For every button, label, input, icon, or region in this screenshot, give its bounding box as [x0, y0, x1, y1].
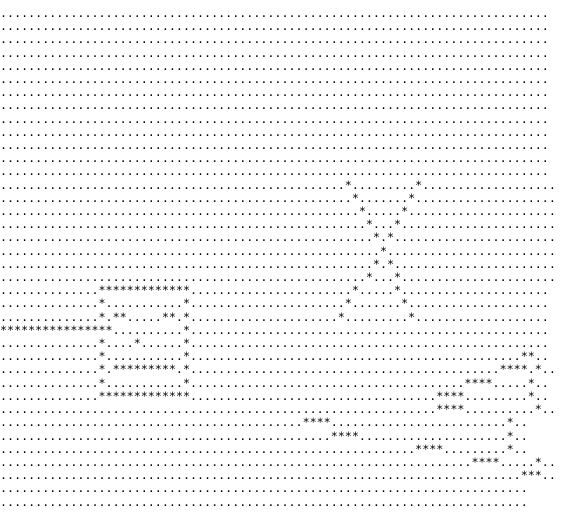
ascii-line: ..............*...........*.............… — [0, 349, 549, 364]
ascii-line: ........................................… — [0, 468, 556, 483]
ascii-art-grid: ........................................… — [0, 6, 556, 509]
ascii-line: ........................................… — [0, 230, 556, 245]
ascii-line: ........................................… — [0, 217, 556, 232]
ascii-line: ........................................… — [0, 190, 556, 205]
ascii-line: ........................................… — [0, 19, 549, 34]
ascii-line: ........................................… — [0, 124, 549, 139]
ascii-line: ..............*.**.....**.*.............… — [0, 309, 549, 324]
ascii-line: ........................................… — [0, 481, 528, 496]
ascii-line: ****************..........*.............… — [0, 322, 549, 337]
ascii-line: ........................................… — [0, 270, 556, 285]
ascii-line: ........................................… — [0, 441, 528, 456]
ascii-line: ........................................… — [0, 402, 556, 417]
ascii-line: ........................................… — [0, 111, 549, 126]
ascii-line: ........................................… — [0, 256, 556, 271]
ascii-line: ..............*...........*.............… — [0, 296, 549, 311]
ascii-line: ..............*.*********.*.............… — [0, 362, 556, 377]
ascii-line: ........................................… — [0, 85, 549, 100]
ascii-line: ........................................… — [0, 98, 549, 113]
ascii-line: ........................................… — [0, 243, 556, 258]
ascii-line: ........................................… — [0, 6, 549, 20]
ascii-line: ........................................… — [0, 204, 556, 219]
ascii-line: ........................................… — [0, 164, 549, 179]
ascii-line: ........................................… — [0, 45, 549, 60]
ascii-line: ........................................… — [0, 72, 549, 87]
ascii-line: ..............*...........*.............… — [0, 375, 549, 390]
ascii-line: ........................................… — [0, 58, 549, 73]
ascii-line: ........................................… — [0, 177, 556, 192]
ascii-line: ........................................… — [0, 32, 549, 47]
ascii-line: ..............*************.............… — [0, 388, 549, 403]
ascii-line: ........................................… — [0, 494, 528, 509]
ascii-line: ..............*************.............… — [0, 283, 549, 298]
ascii-line: ........................................… — [0, 428, 528, 443]
ascii-line: ..............*....*......*.............… — [0, 336, 549, 351]
ascii-line: ........................................… — [0, 151, 549, 166]
ascii-line: ........................................… — [0, 415, 528, 430]
ascii-line: ........................................… — [0, 138, 549, 153]
ascii-line: ........................................… — [0, 454, 556, 469]
